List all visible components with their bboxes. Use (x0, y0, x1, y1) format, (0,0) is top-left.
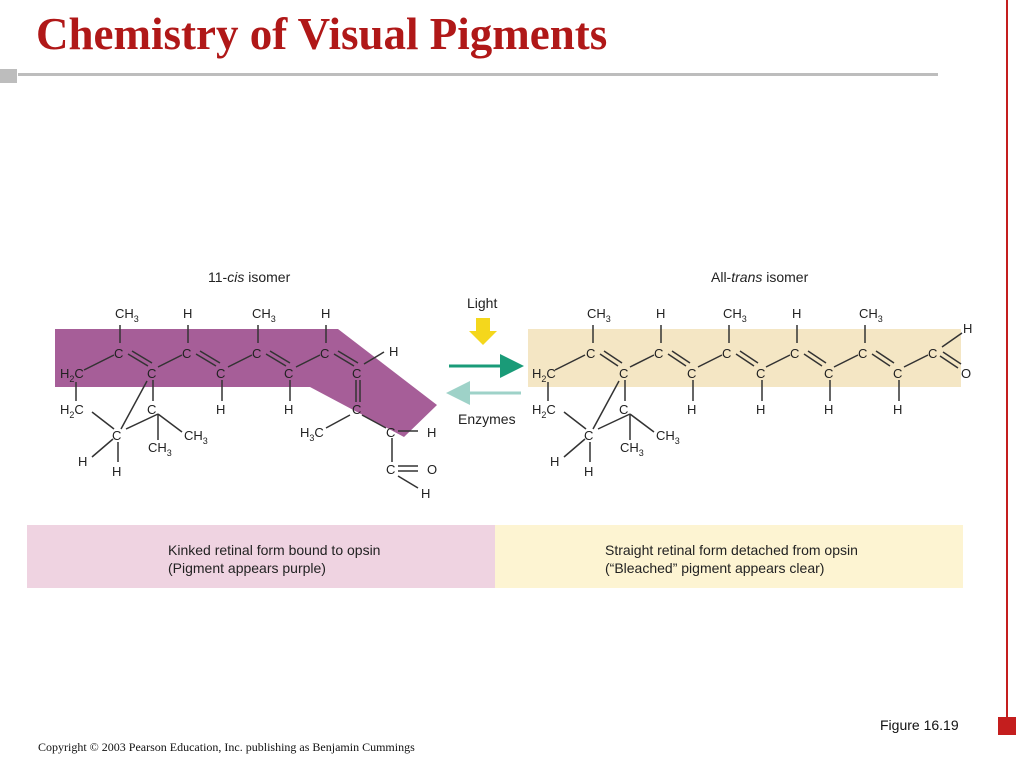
atom-c: C (147, 366, 156, 381)
slide-title: Chemistry of Visual Pigments (36, 9, 608, 59)
atom-h: H (321, 306, 330, 321)
cis-bonds (75, 325, 419, 489)
caption-left: Kinked retinal form bound to opsin (Pigm… (168, 541, 380, 577)
title-underline (18, 73, 938, 76)
atom-h: H (792, 306, 801, 321)
atom-h: H (78, 454, 87, 469)
atom-h: H (893, 402, 902, 417)
atom-h: H (656, 306, 665, 321)
atom-c: C (216, 366, 225, 381)
atom-c: C (893, 366, 902, 381)
atom-c: C (112, 428, 121, 443)
caption-right-line2: (“Bleached” pigment appears clear) (605, 560, 825, 576)
atom-h: H (584, 464, 593, 479)
atom-h: H (550, 454, 559, 469)
trans-tan-band (528, 329, 961, 387)
atom-c: C (252, 346, 261, 361)
atom-h: H (963, 321, 972, 336)
caption-left-line2: (Pigment appears purple) (168, 560, 326, 576)
atom-c: C (858, 346, 867, 361)
atom-h: H (427, 425, 436, 440)
atom-h: H (421, 486, 430, 501)
atom-h: H (284, 402, 293, 417)
copyright-notice: Copyright © 2003 Pearson Education, Inc.… (38, 740, 415, 754)
atom-c: C (182, 346, 191, 361)
atom-ch3: CH3 (859, 306, 883, 324)
atom-c: C (619, 366, 628, 381)
atom-h2c: H2C (532, 402, 556, 420)
atom-h: H (824, 402, 833, 417)
cis-atoms: C C C C C C C C C C C C C CH3 CH3 CH3 CH… (60, 306, 437, 501)
atom-h: H (687, 402, 696, 417)
atom-c: C (586, 346, 595, 361)
atom-ch3: CH3 (115, 306, 139, 324)
atom-ch3: CH3 (723, 306, 747, 324)
atom-c: C (114, 346, 123, 361)
atom-c: C (386, 425, 395, 440)
atom-c: C (687, 366, 696, 381)
atom-ch3: CH3 (252, 306, 276, 324)
cis-isomer-heading: 11-cis isomer (208, 269, 291, 285)
caption-right-line1: Straight retinal form detached from opsi… (605, 542, 858, 558)
atom-c: C (352, 402, 361, 417)
atom-c: C (147, 402, 156, 417)
atom-c: C (386, 462, 395, 477)
atom-c: C (320, 346, 329, 361)
trans-isomer-heading: All-trans isomer (711, 269, 809, 285)
light-arrow (469, 318, 497, 345)
title-bullet-square (0, 69, 17, 83)
atom-c: C (352, 366, 361, 381)
atom-c: C (654, 346, 663, 361)
corner-square (998, 717, 1016, 735)
atom-c: C (756, 366, 765, 381)
atom-o: O (427, 462, 437, 477)
figure-label: Figure 16.19 (880, 717, 959, 733)
atom-c: C (824, 366, 833, 381)
atom-h: H (112, 464, 121, 479)
caption-left-bg (27, 525, 495, 588)
right-edge-rule (1006, 0, 1008, 718)
caption-left-line1: Kinked retinal form bound to opsin (168, 542, 381, 558)
atom-c: C (584, 428, 593, 443)
atom-ch3: CH3 (656, 428, 680, 446)
atom-ch3: CH3 (148, 440, 172, 458)
enzymes-label: Enzymes (458, 411, 516, 427)
trans-atoms: C C C C C C C C C C C C C CH3 CH3 CH3 CH… (532, 306, 972, 479)
atom-h2c: H2C (60, 402, 84, 420)
atom-h2c: H2C (60, 366, 84, 384)
caption-right-bg (495, 525, 963, 588)
atom-h2c: H2C (532, 366, 556, 384)
caption-right: Straight retinal form detached from opsi… (605, 541, 858, 577)
atom-c: C (722, 346, 731, 361)
atom-ch3: CH3 (184, 428, 208, 446)
atom-h: H (216, 402, 225, 417)
atom-c: C (928, 346, 937, 361)
atom-c: C (619, 402, 628, 417)
atom-c: C (284, 366, 293, 381)
trans-bonds (547, 325, 963, 462)
atom-h: H (756, 402, 765, 417)
atom-h3c: H3C (300, 425, 324, 443)
atom-h: H (389, 344, 398, 359)
atom-h: H (183, 306, 192, 321)
light-label: Light (467, 295, 497, 311)
atom-ch3: CH3 (620, 440, 644, 458)
atom-ch3: CH3 (587, 306, 611, 324)
cis-purple-band (55, 329, 437, 437)
atom-o: O (961, 366, 971, 381)
atom-c: C (790, 346, 799, 361)
